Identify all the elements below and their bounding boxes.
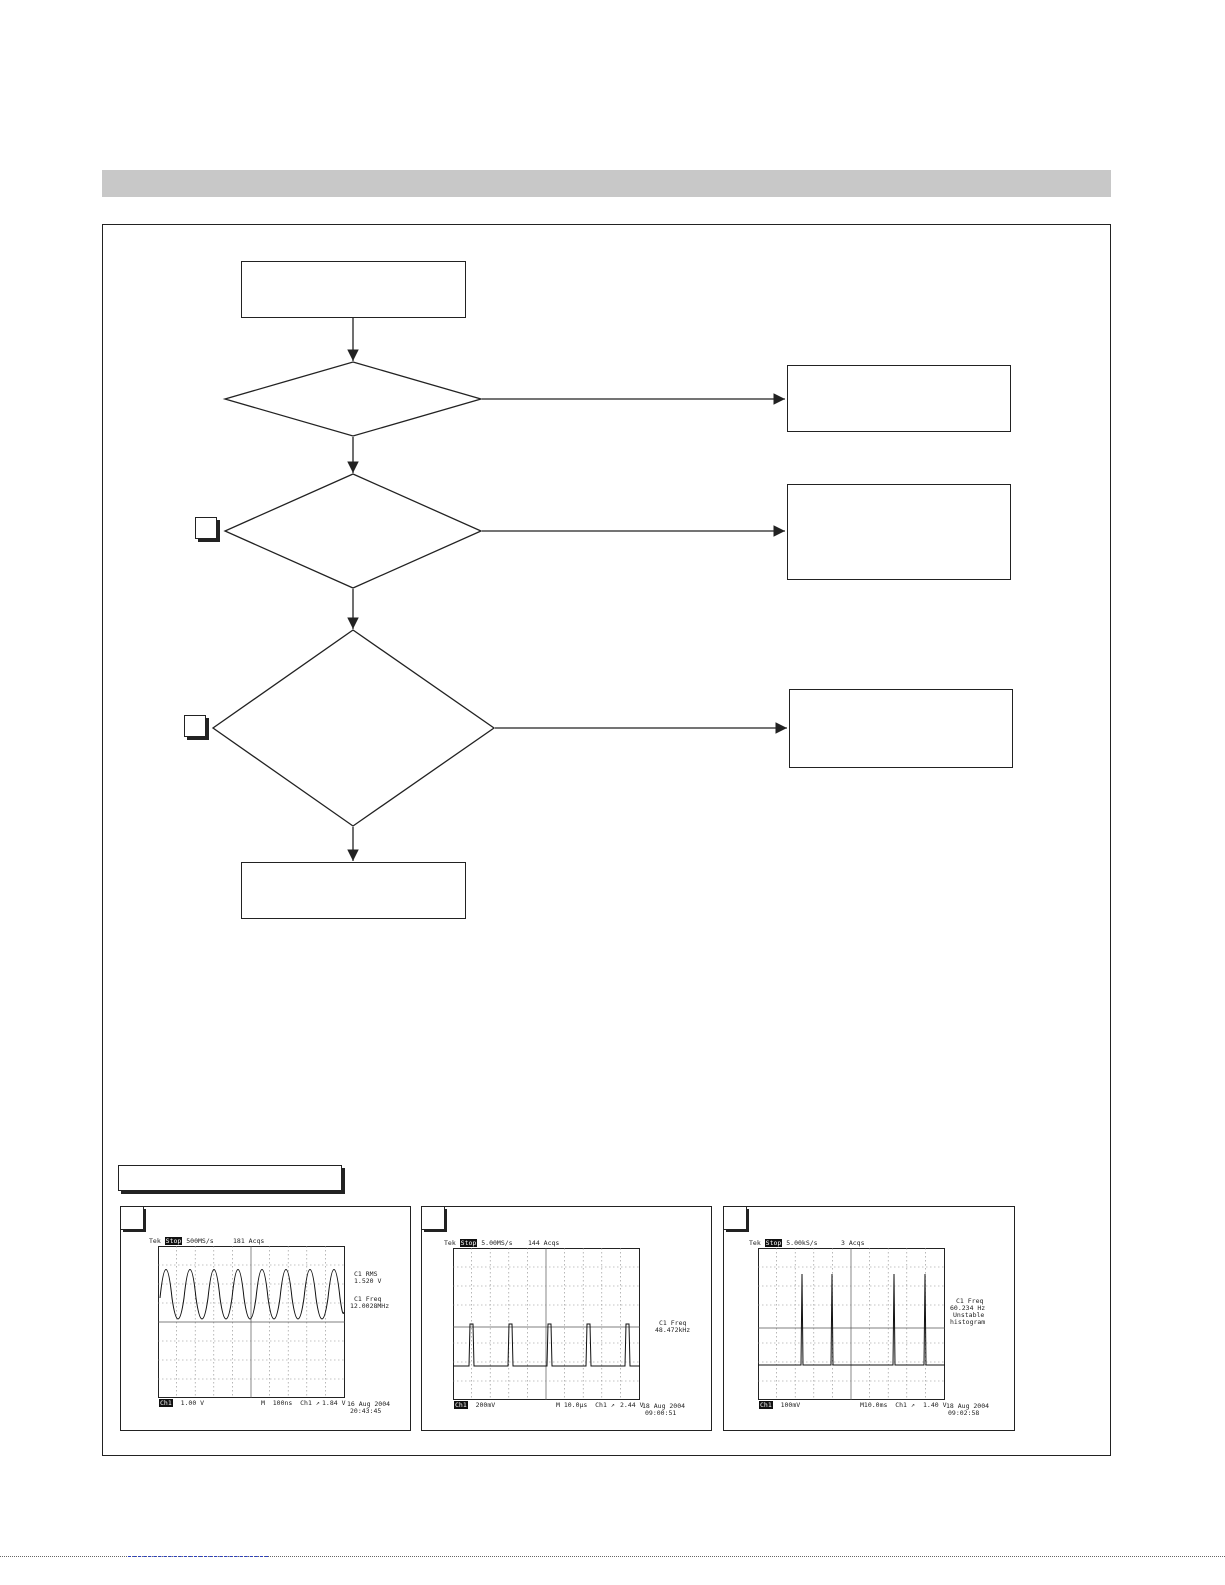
action-box-1	[787, 365, 1011, 432]
scope-measure-2-label: Unstable	[953, 1311, 985, 1319]
scope-panel-3: Tek Stop 5.00kS/s 3 Acqs C1 Freq C1 Freq…	[723, 1206, 1015, 1431]
waveform-section-label	[118, 1165, 342, 1191]
scope-trigger-level: 1.84 V	[322, 1399, 346, 1407]
scope-tag	[422, 1207, 445, 1230]
scope-panel-1: Tek Stop 500MS/s 181 Acqs C1 RMS 1.520 V…	[120, 1206, 411, 1431]
scope-tag	[121, 1207, 144, 1230]
scope-date: 18 Aug 2004	[642, 1402, 686, 1410]
scope-channel-scale: Ch1 100mV	[759, 1401, 801, 1409]
waveform-trace	[758, 1273, 945, 1366]
reference-box-2	[195, 517, 217, 539]
scope-measure-1-value: 48.472kHz	[655, 1326, 691, 1334]
scope-acqs: 181 Acqs	[233, 1237, 265, 1245]
section-header-bar	[102, 170, 1111, 197]
scope-acqs: 144 Acqs	[528, 1239, 560, 1247]
scope-measure-1-label: C1 RMS	[354, 1270, 378, 1278]
end-box	[241, 862, 466, 919]
waveform-trace	[453, 1323, 640, 1367]
waveform-trace	[159, 1269, 345, 1320]
scope-acqs: 3 Acqs	[841, 1239, 865, 1247]
scope-header: Tek Stop 500MS/s	[149, 1237, 214, 1245]
start-box	[241, 261, 466, 318]
reference-box-3	[184, 715, 206, 737]
scope-measure-2-value: 12.0028MHz	[350, 1302, 390, 1310]
decision-3	[211, 629, 496, 827]
scope-measure-1-label: C1 Freq	[659, 1319, 687, 1327]
scope-measure-2-label: C1 Freq	[354, 1295, 382, 1303]
scope-graticule	[453, 1248, 640, 1400]
scope-trigger-level: 1.40 V	[923, 1401, 947, 1409]
scope-date: 16 Aug 2004	[347, 1400, 391, 1408]
scope-measure-1-value: 60.234 Hz	[950, 1304, 986, 1312]
scope-tag	[724, 1207, 747, 1230]
scope-date: 18 Aug 2004	[946, 1402, 990, 1410]
scope-trigger-level: 2.44 V	[620, 1401, 644, 1409]
action-box-2	[787, 484, 1011, 580]
scope-time: 09:02:58	[948, 1409, 980, 1417]
scope-measure-1-label: C1 Freq	[956, 1297, 984, 1305]
scope-time: 20:43:45	[350, 1407, 382, 1415]
scope-channel-scale: Ch1 200mV	[454, 1401, 496, 1409]
scope-graticule	[758, 1248, 945, 1400]
scope-timebase: M10.0ms Ch1 ↗	[860, 1401, 915, 1409]
action-box-3	[789, 689, 1013, 768]
footer-rule	[0, 1556, 1225, 1557]
scope-channel-scale: Ch1 1.00 V	[159, 1399, 205, 1407]
diagram-frame	[102, 224, 1111, 1456]
scope-header: Tek Stop 5.00MS/s	[444, 1239, 513, 1247]
scope-header: Tek Stop 5.00kS/s	[749, 1239, 818, 1247]
scope-panel-2: Tek Stop 5.00MS/s 144 Acqs C1 Freq 48.47…	[421, 1206, 712, 1431]
scope-timebase: M 10.0μs Ch1 ↗	[556, 1401, 615, 1409]
scope-measure-2-value: histogram	[950, 1318, 986, 1326]
decision-1	[222, 361, 484, 437]
scope-measure-1-value: 1.520 V	[354, 1277, 382, 1285]
scope-time: 09:00:51	[645, 1409, 677, 1417]
footer-link[interactable]	[128, 1556, 268, 1557]
scope-graticule	[158, 1246, 345, 1398]
decision-2	[223, 473, 483, 589]
scope-timebase: M 100ns Ch1 ↗	[261, 1399, 320, 1407]
